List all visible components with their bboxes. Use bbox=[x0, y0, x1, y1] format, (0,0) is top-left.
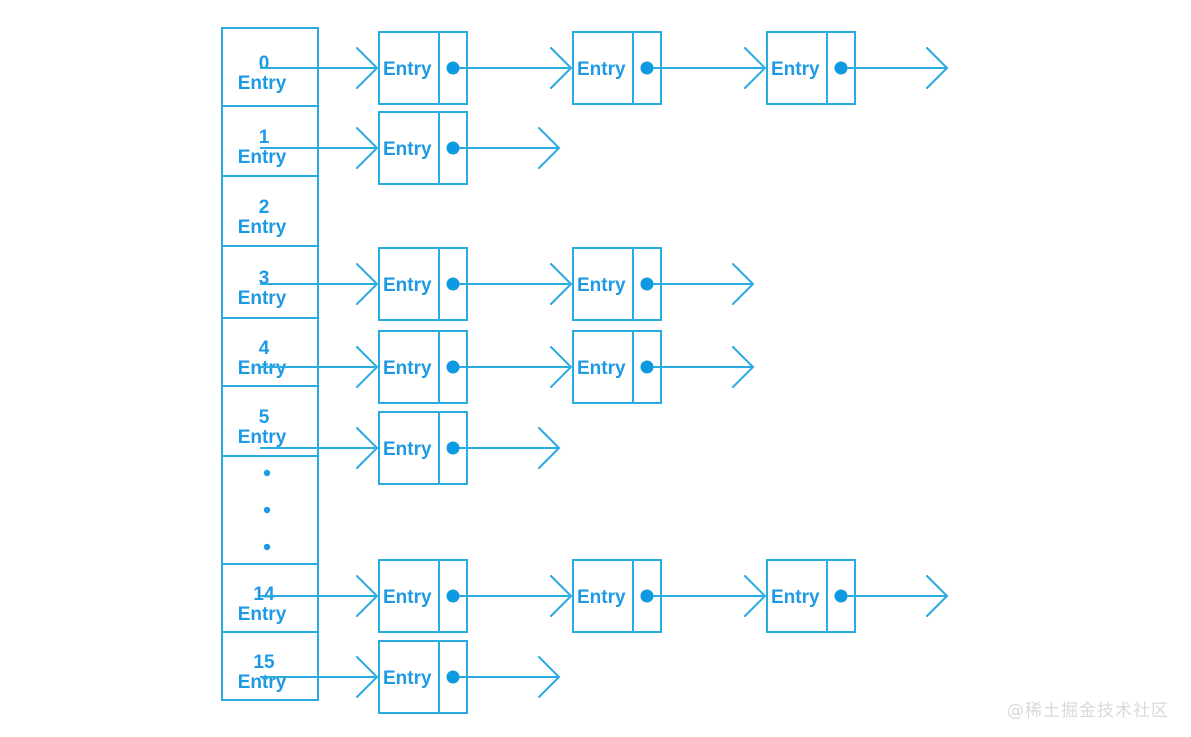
bucket-entry-label: Entry bbox=[238, 672, 287, 693]
next-pointer-dot bbox=[446, 670, 460, 684]
entry-node-box bbox=[378, 31, 468, 105]
arrow-head-icon bbox=[538, 127, 561, 169]
arrow-head-icon bbox=[926, 47, 949, 89]
bucket-entry-label: Entry bbox=[238, 427, 287, 448]
arrow-head-icon bbox=[538, 427, 561, 469]
bucket-index-label: 4 bbox=[259, 338, 270, 359]
arrow-head-icon bbox=[550, 346, 573, 388]
entry-node-label: Entry bbox=[771, 59, 820, 80]
next-pointer-dot bbox=[640, 277, 654, 291]
entry-node[interactable]: Entry bbox=[572, 559, 662, 633]
watermark-text: @稀土掘金技术社区 bbox=[1007, 701, 1169, 721]
bucket-entry-label: Entry bbox=[238, 604, 287, 625]
chain-bucket-5: Entry bbox=[260, 411, 561, 485]
arrow-head-icon bbox=[356, 263, 379, 305]
entry-node-label: Entry bbox=[383, 59, 432, 80]
arrow-head-icon bbox=[356, 47, 379, 89]
next-pointer-dot bbox=[446, 277, 460, 291]
bucket-index-label: 1 bbox=[259, 127, 270, 148]
entry-node[interactable]: Entry bbox=[378, 111, 468, 185]
ellipsis-dot bbox=[263, 543, 271, 551]
bucket-index-label: 5 bbox=[259, 407, 270, 428]
entry-node-label: Entry bbox=[383, 275, 432, 296]
chain-bucket-15: Entry bbox=[260, 640, 561, 714]
arrow-head-icon bbox=[550, 575, 573, 617]
next-pointer-dot bbox=[834, 61, 848, 75]
next-pointer-dot bbox=[640, 61, 654, 75]
arrow-head-icon bbox=[744, 575, 767, 617]
next-pointer-dot bbox=[834, 589, 848, 603]
next-pointer-dot bbox=[446, 61, 460, 75]
arrow-head-icon bbox=[356, 127, 379, 169]
chain-bucket-0: Entry Entry Entry bbox=[260, 31, 949, 105]
arrow-head-icon bbox=[550, 263, 573, 305]
bucket-table-border bbox=[221, 27, 319, 701]
bucket-index-label: 3 bbox=[259, 268, 270, 289]
next-pointer-dot bbox=[446, 360, 460, 374]
entry-node[interactable]: Entry bbox=[766, 31, 856, 105]
entry-node[interactable]: Entry bbox=[572, 247, 662, 321]
entry-node[interactable]: Entry bbox=[378, 330, 468, 404]
arrow-head-icon bbox=[732, 346, 755, 388]
entry-node[interactable]: Entry bbox=[572, 31, 662, 105]
bucket-table: 0Entry1Entry2Entry3Entry4Entry5Entry14En… bbox=[221, 27, 319, 701]
bucket-entry-label: Entry bbox=[238, 73, 287, 94]
bucket-entry-label: Entry bbox=[238, 217, 287, 238]
next-pointer-dot bbox=[640, 589, 654, 603]
entry-node[interactable]: Entry bbox=[572, 330, 662, 404]
entry-node[interactable]: Entry bbox=[378, 640, 468, 714]
arrow-head-icon bbox=[356, 427, 379, 469]
arrow-head-icon bbox=[744, 47, 767, 89]
next-pointer-dot bbox=[446, 141, 460, 155]
next-pointer-dot bbox=[446, 589, 460, 603]
entry-node-label: Entry bbox=[383, 668, 432, 689]
next-pointer-dot bbox=[446, 441, 460, 455]
ellipsis-dot bbox=[263, 506, 271, 514]
entry-node-label: Entry bbox=[577, 59, 626, 80]
chain-bucket-4: Entry Entry bbox=[260, 330, 755, 404]
arrow-head-icon bbox=[356, 656, 379, 698]
entry-node[interactable]: Entry bbox=[378, 559, 468, 633]
bucket-index-label: 0 bbox=[259, 53, 270, 74]
entry-node-label: Entry bbox=[383, 358, 432, 379]
entry-node-label: Entry bbox=[577, 587, 626, 608]
chain-bucket-3: Entry Entry bbox=[260, 247, 755, 321]
arrow-head-icon bbox=[732, 263, 755, 305]
bucket-entry-label: Entry bbox=[238, 147, 287, 168]
chain-bucket-14: Entry Entry Entry bbox=[260, 559, 949, 633]
next-pointer-dot bbox=[640, 360, 654, 374]
entry-node[interactable]: Entry bbox=[378, 31, 468, 105]
bucket-index-label: 2 bbox=[259, 197, 270, 218]
arrow-head-icon bbox=[550, 47, 573, 89]
entry-node-label: Entry bbox=[383, 439, 432, 460]
arrow-head-icon bbox=[538, 656, 561, 698]
bucket-row-ellipsis[interactable] bbox=[222, 469, 318, 565]
arrow-head-icon bbox=[356, 346, 379, 388]
entry-node-label: Entry bbox=[383, 139, 432, 160]
bucket-entry-label: Entry bbox=[238, 288, 287, 309]
entry-node-label: Entry bbox=[577, 275, 626, 296]
bucket-entry-label: Entry bbox=[238, 358, 287, 379]
entry-node-label: Entry bbox=[383, 587, 432, 608]
chain-bucket-1: Entry bbox=[260, 111, 561, 185]
entry-node-label: Entry bbox=[771, 587, 820, 608]
entry-node[interactable]: Entry bbox=[378, 411, 468, 485]
bucket-index-label: 14 bbox=[253, 584, 275, 605]
arrow-head-icon bbox=[356, 575, 379, 617]
entry-node[interactable]: Entry bbox=[378, 247, 468, 321]
ellipsis-dot bbox=[263, 469, 271, 477]
entry-node-label: Entry bbox=[577, 358, 626, 379]
entry-node[interactable]: Entry bbox=[766, 559, 856, 633]
bucket-index-label: 15 bbox=[253, 652, 275, 673]
arrow-head-icon bbox=[926, 575, 949, 617]
